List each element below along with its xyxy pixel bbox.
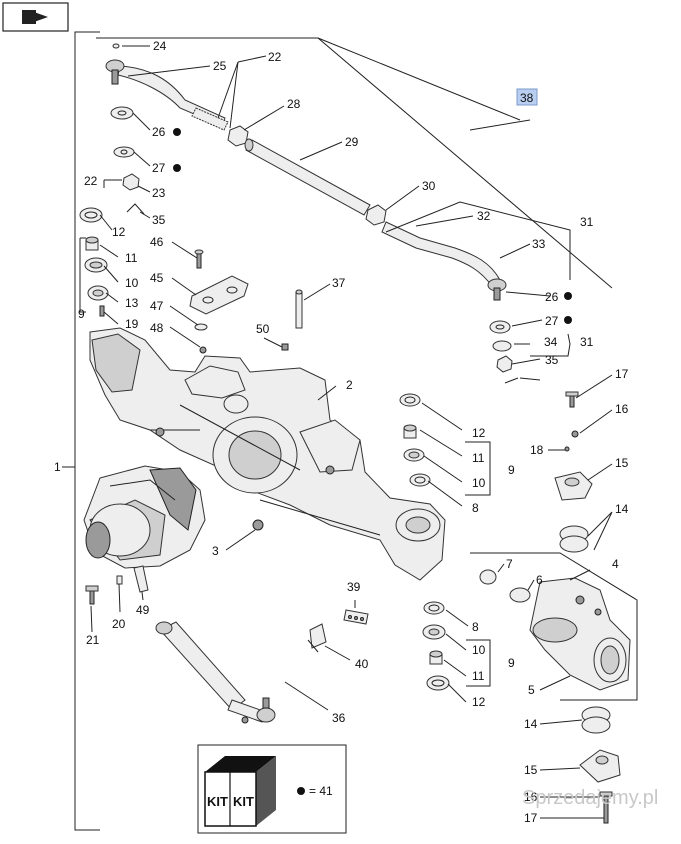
callout-12: 12 — [112, 225, 126, 239]
callout-45: 45 — [150, 271, 164, 285]
callout-3: 3 — [212, 544, 219, 558]
kit-box-icon — [204, 756, 276, 827]
callout-33: 33 — [532, 237, 546, 251]
callout-8-b: 8 — [472, 620, 479, 634]
callout-11-b: 11 — [472, 451, 485, 465]
bullet-dot-icon — [173, 128, 572, 324]
callout-37: 37 — [332, 276, 346, 290]
callout-27-b: 27 — [545, 314, 559, 328]
callout-36: 36 — [332, 711, 346, 725]
callout-24: 24 — [153, 39, 167, 53]
callout-18: 18 — [530, 443, 544, 457]
callout-labels: 24 22 25 28 26 27 22 23 35 12 46 11 45 1… — [54, 39, 629, 825]
callout-10-b: 10 — [472, 476, 486, 490]
kit-equals-label: = 41 — [309, 784, 333, 798]
callout-14: 14 — [615, 502, 629, 516]
callout-4: 4 — [612, 557, 619, 571]
kit-label-2: KIT — [233, 794, 254, 809]
callout-49: 49 — [136, 603, 150, 617]
callout-22: 22 — [268, 50, 282, 64]
callout-28: 28 — [287, 97, 301, 111]
callout-10-c: 10 — [472, 643, 486, 657]
steering-knuckle — [470, 552, 638, 701]
bolts-lower-left — [85, 565, 149, 605]
callout-29: 29 — [345, 135, 359, 149]
callout-17: 17 — [615, 367, 629, 381]
small-parts-left — [79, 43, 145, 317]
callout-1: 1 — [54, 460, 61, 474]
callout-14-b: 14 — [524, 717, 538, 731]
callout-26: 26 — [152, 125, 166, 139]
callout-15: 15 — [615, 456, 629, 470]
callout-21: 21 — [86, 633, 100, 647]
callout-46: 46 — [150, 235, 164, 249]
assembly-bracket — [62, 31, 613, 831]
callout-23: 23 — [152, 186, 166, 200]
callout-15-b: 15 — [524, 763, 538, 777]
watermark: Sprzedajemy.pl — [522, 787, 658, 809]
callout-9: 9 — [78, 307, 85, 321]
nut-30 — [365, 204, 387, 226]
small-parts-right-lower — [422, 601, 621, 824]
callout-11: 11 — [125, 251, 138, 265]
callout-12-b: 12 — [472, 426, 486, 440]
callout-9-b: 9 — [508, 463, 515, 477]
callout-27: 27 — [152, 161, 166, 175]
callout-35: 35 — [152, 213, 166, 227]
callout-22-b: 22 — [84, 174, 98, 188]
steering-cylinder — [155, 621, 276, 724]
callout-31: 31 — [580, 215, 594, 229]
callout-32: 32 — [477, 209, 491, 223]
small-parts-center — [189, 249, 303, 354]
callout-35-b: 35 — [545, 353, 559, 367]
callout-30: 30 — [422, 179, 436, 193]
callout-6: 6 — [536, 573, 543, 587]
callout-20: 20 — [112, 617, 126, 631]
callout-25: 25 — [213, 59, 227, 73]
leader-lines — [79, 45, 613, 819]
tie-rod-end-right — [381, 221, 507, 301]
callout-48: 48 — [150, 321, 164, 335]
callout-13: 13 — [125, 296, 139, 310]
kit-label-1: KIT — [207, 794, 228, 809]
callout-40: 40 — [355, 657, 369, 671]
callout-19: 19 — [125, 317, 139, 331]
axle-housing — [89, 327, 446, 581]
callout-50: 50 — [256, 322, 270, 336]
callout-39: 39 — [347, 580, 361, 594]
callout-17-b: 17 — [524, 811, 538, 825]
callout-5: 5 — [528, 683, 535, 697]
callout-11-c: 11 — [472, 669, 485, 683]
kit-legend: KIT KIT = 41 — [197, 744, 347, 834]
callout-9-c: 9 — [508, 656, 515, 670]
tie-rod-end-left — [105, 59, 229, 131]
kit-bullet-icon — [297, 787, 305, 795]
callout-16: 16 — [615, 402, 629, 416]
book-arrow-icon[interactable] — [2, 2, 69, 32]
callout-38-highlight — [516, 88, 538, 106]
callout-31-b: 31 — [580, 335, 594, 349]
callout-8: 8 — [472, 501, 479, 515]
callout-10: 10 — [125, 276, 139, 290]
tie-rod-tube — [244, 138, 371, 216]
callout-47: 47 — [150, 299, 164, 313]
callout-38: 38 — [520, 91, 534, 105]
callout-7: 7 — [506, 557, 513, 571]
callout-16-b: 16 — [524, 790, 538, 804]
small-parts-right — [399, 320, 593, 553]
callout-26-b: 26 — [545, 290, 559, 304]
differential-unit — [83, 465, 264, 569]
callout-34: 34 — [544, 335, 558, 349]
callout-2: 2 — [346, 378, 353, 392]
parts-39-40 — [307, 609, 369, 653]
callout-12-c: 12 — [472, 695, 486, 709]
